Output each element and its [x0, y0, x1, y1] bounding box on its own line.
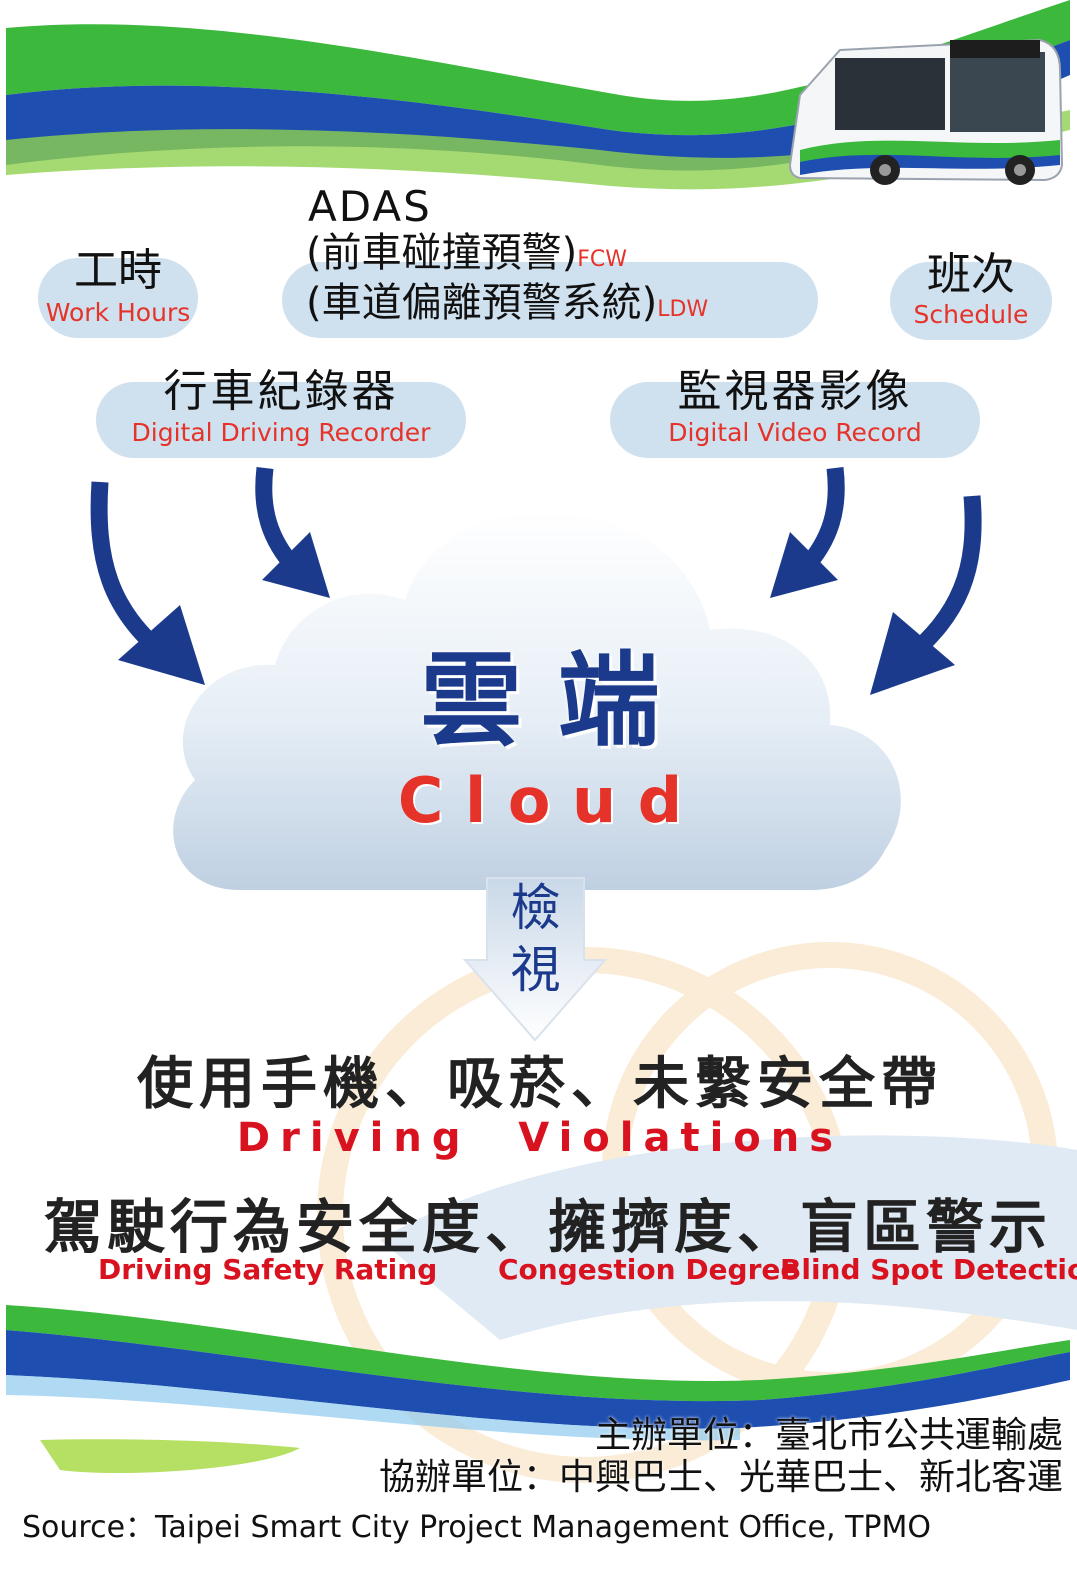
organizer-text: 主辦單位：臺北市公共運輸處: [594, 1415, 1063, 1456]
schedule-en: Schedule: [913, 300, 1029, 329]
fcw-zh: (前車碰撞預警): [306, 230, 578, 276]
adas-line1: (前車碰撞預警)FCW: [306, 230, 627, 276]
violations-en: Driving Violations: [236, 1115, 844, 1161]
work-hours-zh: 工時: [74, 245, 162, 296]
review-arrow: [462, 877, 608, 1042]
bottom-swoosh: [6, 1305, 1070, 1474]
schedule-pill: [890, 262, 1052, 340]
congestion-en: Congestion Degree: [498, 1253, 800, 1286]
co-organizer-text: 協辦單位：中興巴士、光華巴士、新北客運: [378, 1457, 1063, 1498]
blindspot-en: Blind Spot Detection: [780, 1253, 1077, 1286]
recorder-en: Digital Driving Recorder: [131, 418, 431, 447]
work-hours-en: Work Hours: [45, 298, 191, 327]
source-text: Source：Taipei Smart City Project Managem…: [22, 1510, 931, 1545]
review-char-1: 檢: [510, 879, 561, 937]
ldw-zh: (車道偏離預警系統): [306, 280, 658, 326]
video-pill: [610, 382, 980, 458]
cloud-shape: [173, 511, 901, 890]
video-zh: 監視器影像: [677, 366, 913, 417]
metrics-zh: 駕駛行為安全度、擁擠度、盲區警示: [44, 1193, 1053, 1261]
schedule-zh: 班次: [927, 249, 1015, 300]
violations-zh: 使用手機、吸菸、未繫安全帶: [137, 1052, 943, 1117]
recorder-pill: [96, 382, 466, 458]
review-char-2: 視: [510, 941, 561, 999]
work-hours-pill: [38, 258, 198, 338]
cloud-en: C l o u d: [397, 764, 683, 837]
cloud-zh: 雲 端: [420, 642, 660, 761]
bus-image: [788, 38, 1064, 185]
safety-en: Driving Safety Rating: [98, 1253, 438, 1286]
adas-pill: [282, 262, 818, 338]
fcw-en: FCW: [577, 247, 627, 272]
arrow-heads: [118, 532, 955, 695]
adas-title: ADAS: [308, 182, 432, 231]
adas-line2: (車道偏離預警系統)LDW: [306, 280, 708, 326]
video-en: Digital Video Record: [668, 418, 922, 447]
ldw-en: LDW: [657, 297, 709, 322]
recorder-zh: 行車紀錄器: [163, 366, 399, 417]
